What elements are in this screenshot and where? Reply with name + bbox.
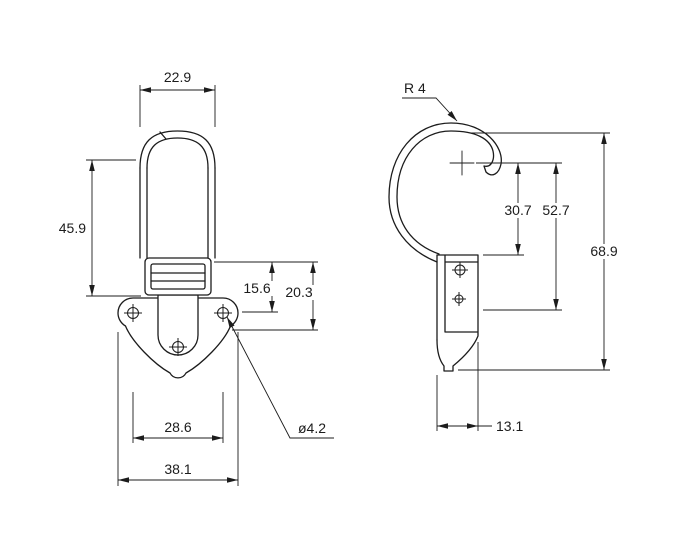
dim-label-bg-keeper-height [239, 281, 275, 296]
side-hook-spring [388, 122, 502, 263]
dim-label-base-depth: 13.1 [496, 418, 523, 434]
dim-label-bg-hook-height [538, 203, 574, 218]
side-hook-center-mark [449, 150, 475, 176]
dim-label-side-height: 45.9 [59, 220, 86, 236]
ext-lines-side-view [436, 132, 610, 431]
front-latch-arch [139, 130, 216, 169]
dim-label-overall-height: 68.9 [590, 243, 617, 259]
front-view [117, 130, 239, 379]
side-view-dimensions [402, 97, 610, 431]
leader-tip-radius [402, 97, 458, 122]
side-view [388, 122, 502, 372]
front-keeper-bars [150, 272, 206, 282]
front-view-holes [124, 304, 232, 356]
dim-label-hole-spacing: 28.6 [164, 419, 191, 435]
side-bracket-foot [436, 333, 479, 372]
dim-label-hook-height: 52.7 [542, 202, 569, 218]
front-keeper-outer [144, 257, 212, 296]
side-view-holes [452, 262, 468, 306]
ext-lines-base-width [117, 332, 239, 486]
dim-label-bg-base-height [281, 285, 317, 300]
dim-label-keeper-height: 15.6 [243, 280, 270, 296]
dimension-labels: 22.9 45.9 15.6 20.3 28.6 38.1 ø4.2 R 4 3… [59, 69, 622, 477]
leader-hole-diameter [226, 316, 334, 439]
ext-lines-hole-spacing [132, 392, 224, 443]
front-hole-right-centermark [214, 304, 232, 322]
dim-label-bg-hook-center-height [500, 203, 536, 218]
front-hole-bottom-centermark [169, 338, 187, 356]
dim-label-base-width: 38.1 [164, 461, 191, 477]
front-strap-rails [139, 167, 216, 259]
dim-label-tip-radius: R 4 [404, 80, 426, 96]
ext-lines-side-height [86, 159, 141, 297]
dim-label-top-width: 22.9 [164, 69, 191, 85]
side-hole-bottom-centermark [452, 292, 466, 306]
front-hole-left-centermark [124, 304, 142, 322]
dim-label-hook-center-height: 30.7 [504, 202, 531, 218]
front-view-dimensions [86, 85, 334, 486]
front-keeper-inner [150, 263, 206, 290]
dim-label-base-height: 20.3 [285, 284, 312, 300]
dim-label-hole-diameter: ø4.2 [298, 420, 326, 436]
ext-lines-top-width [139, 85, 216, 127]
dim-label-bg-overall-height [586, 244, 622, 259]
side-hole-top-centermark [452, 262, 468, 278]
side-bracket [436, 254, 479, 341]
front-strap-lower [157, 294, 199, 356]
